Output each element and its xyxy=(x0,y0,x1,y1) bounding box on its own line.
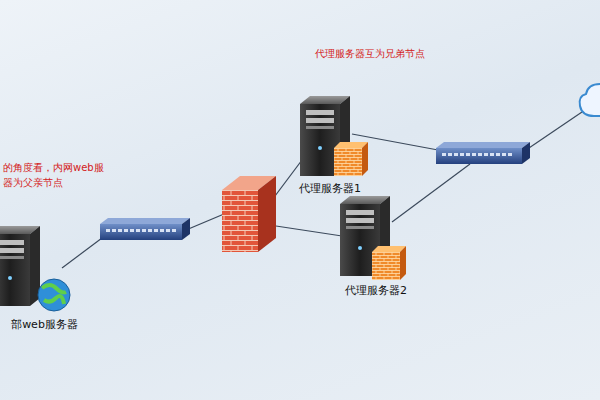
device-name: 代理服务器1 xyxy=(296,182,364,196)
device-name: 部web服务器 xyxy=(8,318,81,332)
network-switch xyxy=(100,218,190,240)
device-label-box: 部web服务器 xyxy=(8,318,81,332)
proxy-server xyxy=(340,196,406,280)
web-server xyxy=(0,226,70,311)
internet-cloud xyxy=(580,84,600,116)
device-label-box: 代理服务器2 xyxy=(342,284,410,298)
annotation-note: 代理服务器互为兄弟节点 xyxy=(290,46,450,61)
proxy-server xyxy=(300,96,368,176)
firewall-wall xyxy=(222,176,276,252)
device-label-box: 代理服务器1 xyxy=(296,182,364,196)
annotation-note: 的角度看，内网web服 器为父亲节点 xyxy=(3,160,111,190)
network-switch xyxy=(436,142,530,164)
device-name: 代理服务器2 xyxy=(342,284,410,298)
